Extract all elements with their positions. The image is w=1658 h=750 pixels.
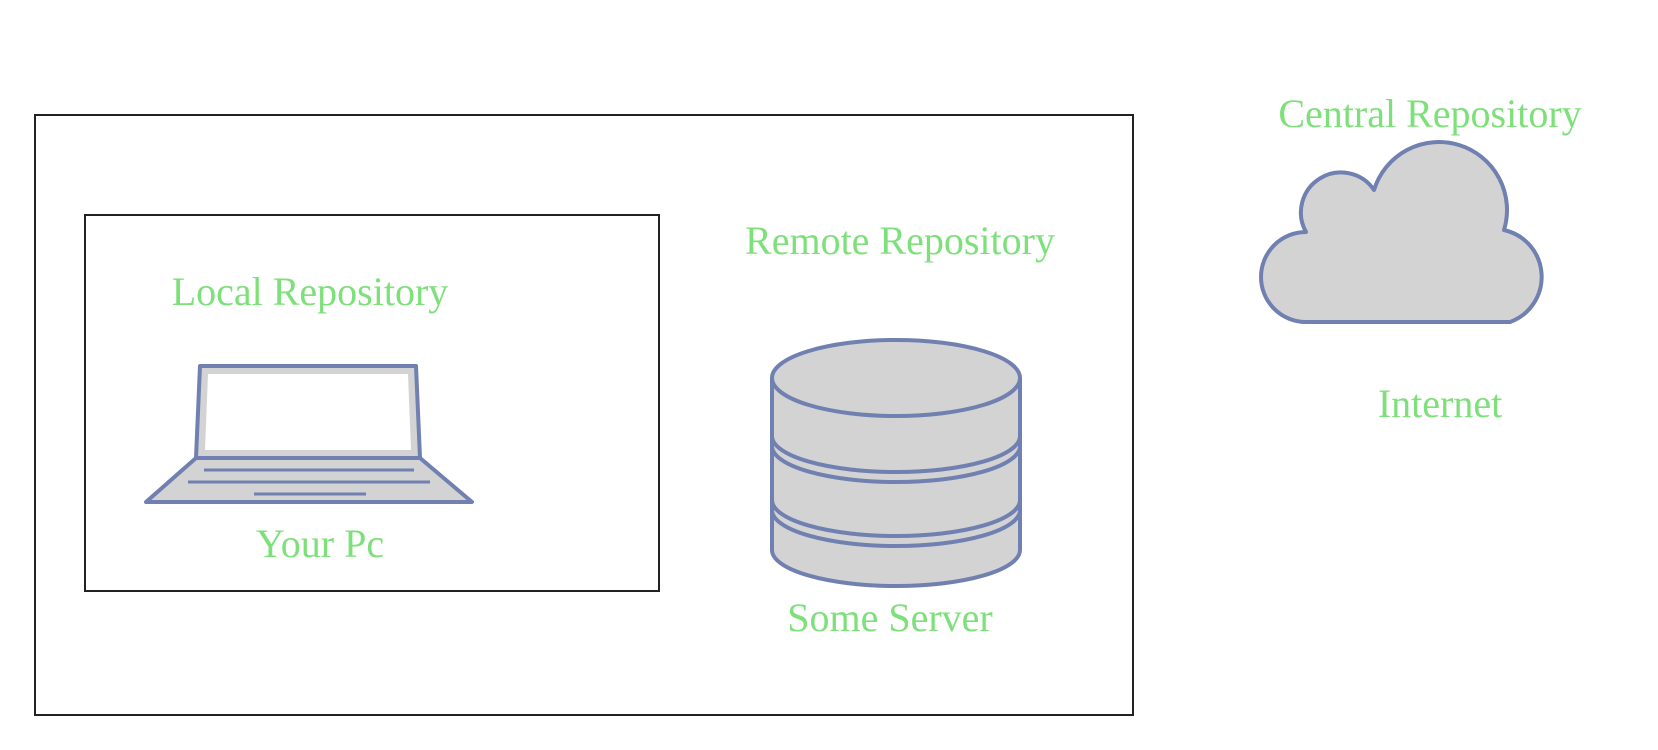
laptop-screen <box>205 374 411 450</box>
database-icon <box>770 338 1022 588</box>
laptop-icon <box>144 364 474 504</box>
cloud-shape <box>1259 139 1544 324</box>
your-pc-label: Your Pc <box>255 521 385 566</box>
database-top-disk <box>770 338 1022 418</box>
remote-repository-label: Remote Repository <box>745 218 1055 263</box>
network-boundary-box <box>34 114 1134 716</box>
cloud-icon <box>1259 139 1544 324</box>
local-pc-box <box>84 214 660 592</box>
database-divider <box>770 509 1022 548</box>
database-divider <box>770 435 1022 474</box>
some-server-label: Some Server <box>787 595 993 640</box>
database-divider <box>770 499 1022 538</box>
database-divider <box>770 445 1022 484</box>
central-repository-label: Central Repository <box>1278 91 1582 136</box>
internet-label: Internet <box>1377 381 1503 426</box>
local-repository-label: Local Repository <box>171 269 449 314</box>
